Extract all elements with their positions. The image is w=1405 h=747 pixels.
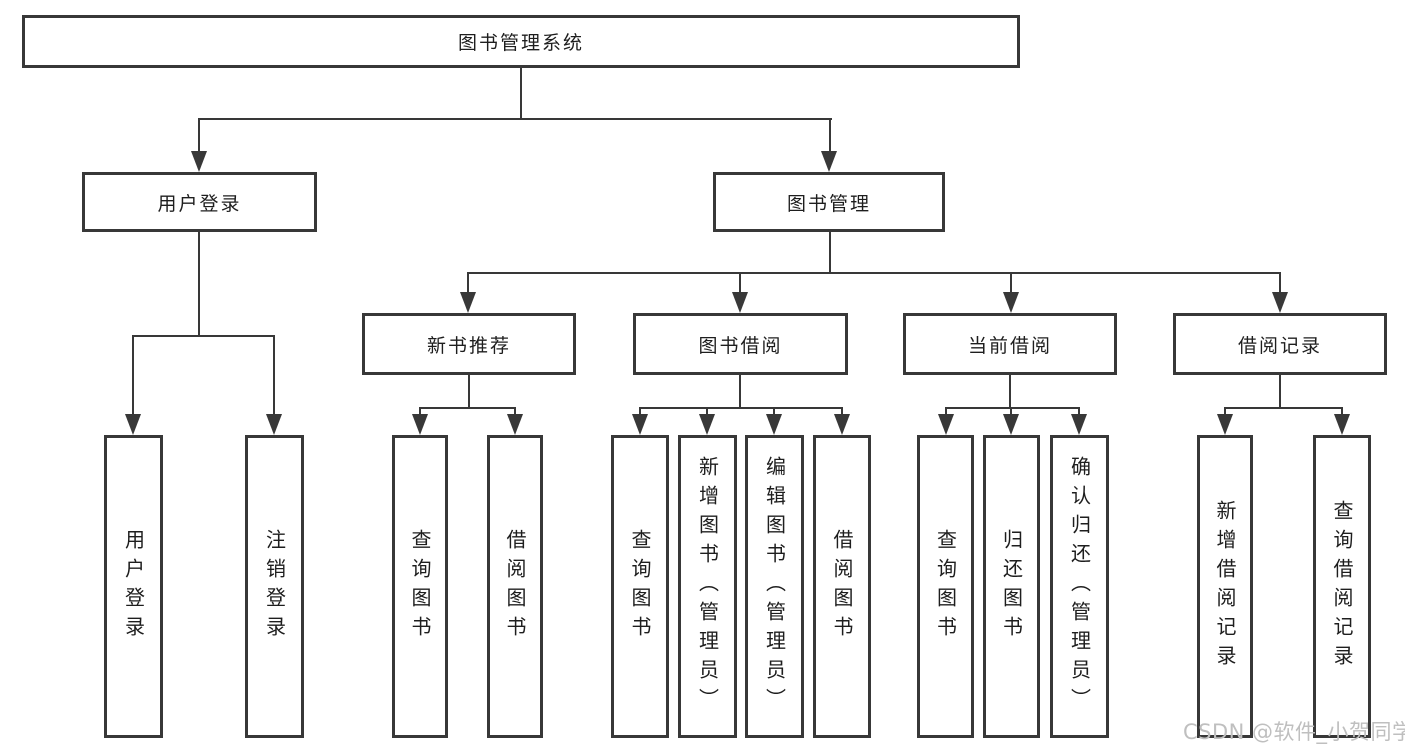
arrow-down-icon — [1217, 414, 1233, 435]
leaf-borrow-books-recommend-label: 借阅图书 — [503, 528, 527, 645]
arrow-down-icon — [1272, 292, 1288, 313]
connector-line — [132, 335, 134, 415]
leaf-return-books: 归还图书 — [983, 435, 1040, 738]
leaf-logout: 注销登录 — [245, 435, 304, 738]
leaf-logout-label: 注销登录 — [262, 528, 287, 645]
arrow-down-icon — [938, 414, 954, 435]
node-book-management: 图书管理 — [713, 172, 945, 232]
connector-line — [520, 68, 522, 120]
arrow-down-icon — [125, 414, 141, 435]
connector-line — [467, 272, 1281, 274]
arrow-down-icon — [191, 151, 207, 172]
leaf-edit-book-admin: 编辑图书（管理员） — [745, 435, 804, 738]
leaf-confirm-return-admin: 确认归还（管理员） — [1050, 435, 1109, 738]
leaf-query-books-borrow: 查询图书 — [611, 435, 669, 738]
arrow-down-icon — [460, 292, 476, 313]
node-user-login-label: 用户登录 — [157, 192, 242, 215]
leaf-user-login: 用户登录 — [104, 435, 163, 738]
node-book-borrow: 图书借阅 — [633, 313, 848, 375]
connector-line — [132, 335, 275, 337]
connector-line — [706, 407, 708, 416]
connector-line — [1279, 272, 1281, 294]
arrow-down-icon — [507, 414, 523, 435]
node-book-borrow-label: 图书借阅 — [698, 334, 783, 357]
arrow-down-icon — [821, 151, 837, 172]
arrow-down-icon — [766, 414, 782, 435]
connector-line — [198, 232, 200, 337]
connector-line — [639, 407, 641, 416]
node-new-book-recommend: 新书推荐 — [362, 313, 576, 375]
node-current-borrow-label: 当前借阅 — [967, 334, 1052, 357]
arrow-down-icon — [632, 414, 648, 435]
leaf-query-borrow-record: 查询借阅记录 — [1313, 435, 1371, 738]
connector-line — [639, 407, 843, 409]
leaf-add-book-admin: 新增图书（管理员） — [678, 435, 737, 738]
connector-line — [1224, 407, 1343, 409]
connector-line — [419, 407, 516, 409]
csdn-watermark: CSDN @软件_小贺同学 — [1183, 720, 1405, 744]
connector-line — [945, 407, 1080, 409]
leaf-query-books-recommend: 查询图书 — [392, 435, 448, 738]
connector-line — [739, 272, 741, 294]
leaf-add-borrow-record-label: 新增借阅记录 — [1213, 499, 1237, 674]
connector-line — [198, 118, 832, 120]
leaf-query-books-recommend-label: 查询图书 — [408, 528, 432, 645]
connector-line — [1341, 407, 1343, 416]
connector-line — [1279, 375, 1281, 409]
leaf-borrow-books-recommend: 借阅图书 — [487, 435, 543, 738]
connector-line — [1078, 407, 1080, 416]
connector-line — [198, 118, 200, 153]
connector-line — [945, 407, 947, 416]
node-root: 图书管理系统 — [22, 15, 1020, 68]
connector-line — [1224, 407, 1226, 416]
leaf-borrow-books-borrow-label: 借阅图书 — [830, 528, 854, 645]
leaf-add-book-admin-label: 新增图书（管理员） — [695, 456, 720, 717]
connector-line — [841, 407, 843, 416]
connector-line — [773, 407, 775, 416]
arrow-down-icon — [1334, 414, 1350, 435]
arrow-down-icon — [1003, 292, 1019, 313]
connector-line — [829, 232, 831, 274]
arrow-down-icon — [1003, 414, 1019, 435]
arrow-down-icon — [266, 414, 282, 435]
connector-line — [1010, 272, 1012, 294]
node-current-borrow: 当前借阅 — [903, 313, 1117, 375]
leaf-edit-book-admin-label: 编辑图书（管理员） — [762, 456, 787, 717]
leaf-user-login-label: 用户登录 — [121, 528, 146, 645]
node-root-label: 图书管理系统 — [457, 32, 584, 54]
node-new-book-recommend-label: 新书推荐 — [426, 334, 511, 357]
leaf-return-books-label: 归还图书 — [999, 528, 1024, 645]
leaf-borrow-books-borrow: 借阅图书 — [813, 435, 871, 738]
connector-line — [467, 272, 469, 294]
connector-line — [829, 118, 831, 153]
arrow-down-icon — [834, 414, 850, 435]
connector-line — [1009, 375, 1011, 409]
arrow-down-icon — [1071, 414, 1087, 435]
connector-line — [273, 335, 275, 415]
leaf-query-borrow-record-label: 查询借阅记录 — [1330, 499, 1354, 674]
node-borrow-records: 借阅记录 — [1173, 313, 1387, 375]
leaf-confirm-return-admin-label: 确认归还（管理员） — [1067, 456, 1092, 717]
connector-line — [739, 375, 741, 409]
leaf-query-books-borrow-label: 查询图书 — [628, 528, 652, 645]
connector-line — [514, 407, 516, 416]
connector-line — [468, 375, 470, 409]
leaf-query-books-current: 查询图书 — [917, 435, 974, 738]
node-book-management-label: 图书管理 — [786, 192, 871, 215]
arrow-down-icon — [412, 414, 428, 435]
arrow-down-icon — [732, 292, 748, 313]
leaf-query-books-current-label: 查询图书 — [933, 528, 958, 645]
node-user-login: 用户登录 — [82, 172, 317, 232]
node-borrow-records-label: 借阅记录 — [1237, 334, 1322, 357]
leaf-add-borrow-record: 新增借阅记录 — [1197, 435, 1253, 738]
connector-line — [1010, 407, 1012, 416]
connector-line — [419, 407, 421, 416]
arrow-down-icon — [699, 414, 715, 435]
